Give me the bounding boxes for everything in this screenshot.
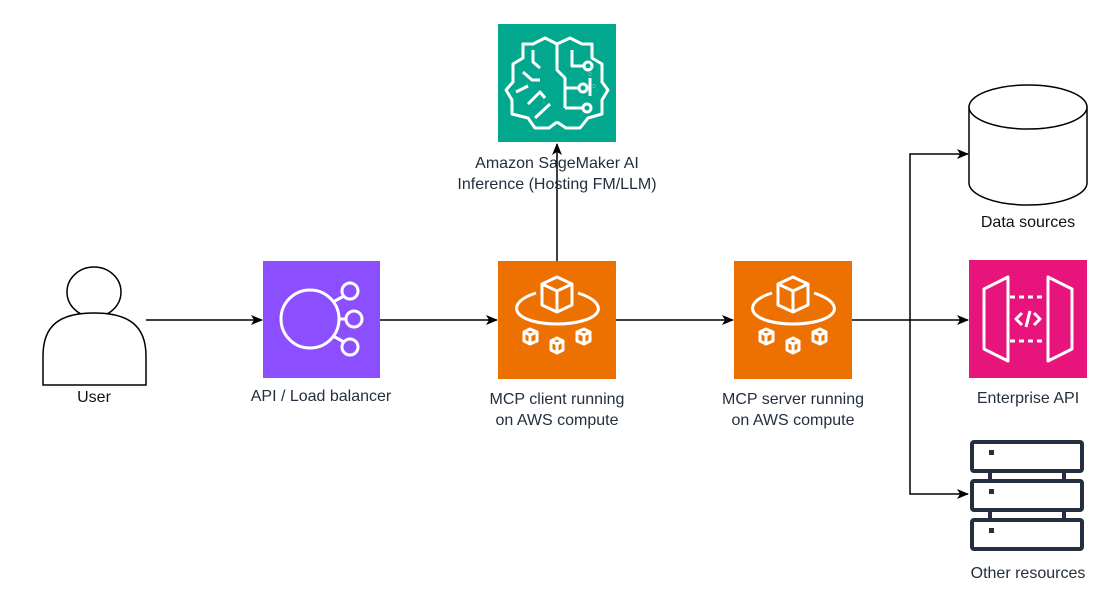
api-gateway-icon[interactable]	[969, 260, 1087, 378]
database-cylinder-icon[interactable]	[968, 84, 1088, 206]
server-stack-icon[interactable]	[970, 440, 1084, 551]
edge-mcp-server-to-other-resources	[909, 320, 969, 499]
elastic-load-balancer-icon[interactable]	[263, 261, 380, 378]
mcp-server-compute-icon[interactable]	[734, 261, 852, 379]
sagemaker-label-line2: Inference (Hosting FM/LLM)	[457, 176, 657, 193]
other-resources-label: Other resources	[970, 565, 1086, 582]
mcp-client-compute-icon[interactable]	[498, 261, 616, 379]
load-balancer-label: API / Load balancer	[250, 388, 392, 405]
sagemaker-label-line1: Amazon SageMaker AI	[475, 155, 639, 172]
sagemaker-label: Amazon SageMaker AI Inference (Hosting F…	[432, 153, 682, 195]
user-icon[interactable]	[42, 266, 147, 386]
mcp-client-label-line2: on AWS compute	[495, 412, 619, 429]
mcp-server-label: MCP server running on AWS compute	[683, 389, 903, 431]
mcp-server-label-line2: on AWS compute	[731, 412, 855, 429]
mcp-client-label-line1: MCP client running	[489, 391, 625, 408]
sagemaker-brain-icon[interactable]	[498, 24, 616, 142]
data-sources-label: Data sources	[980, 214, 1076, 231]
user-label: User	[77, 389, 111, 406]
mcp-client-label: MCP client running on AWS compute	[447, 389, 667, 431]
edge-mcp-server-to-data-sources	[909, 149, 969, 320]
mcp-server-label-line1: MCP server running	[722, 391, 864, 408]
enterprise-api-label: Enterprise API	[976, 390, 1080, 407]
edges	[146, 143, 969, 499]
